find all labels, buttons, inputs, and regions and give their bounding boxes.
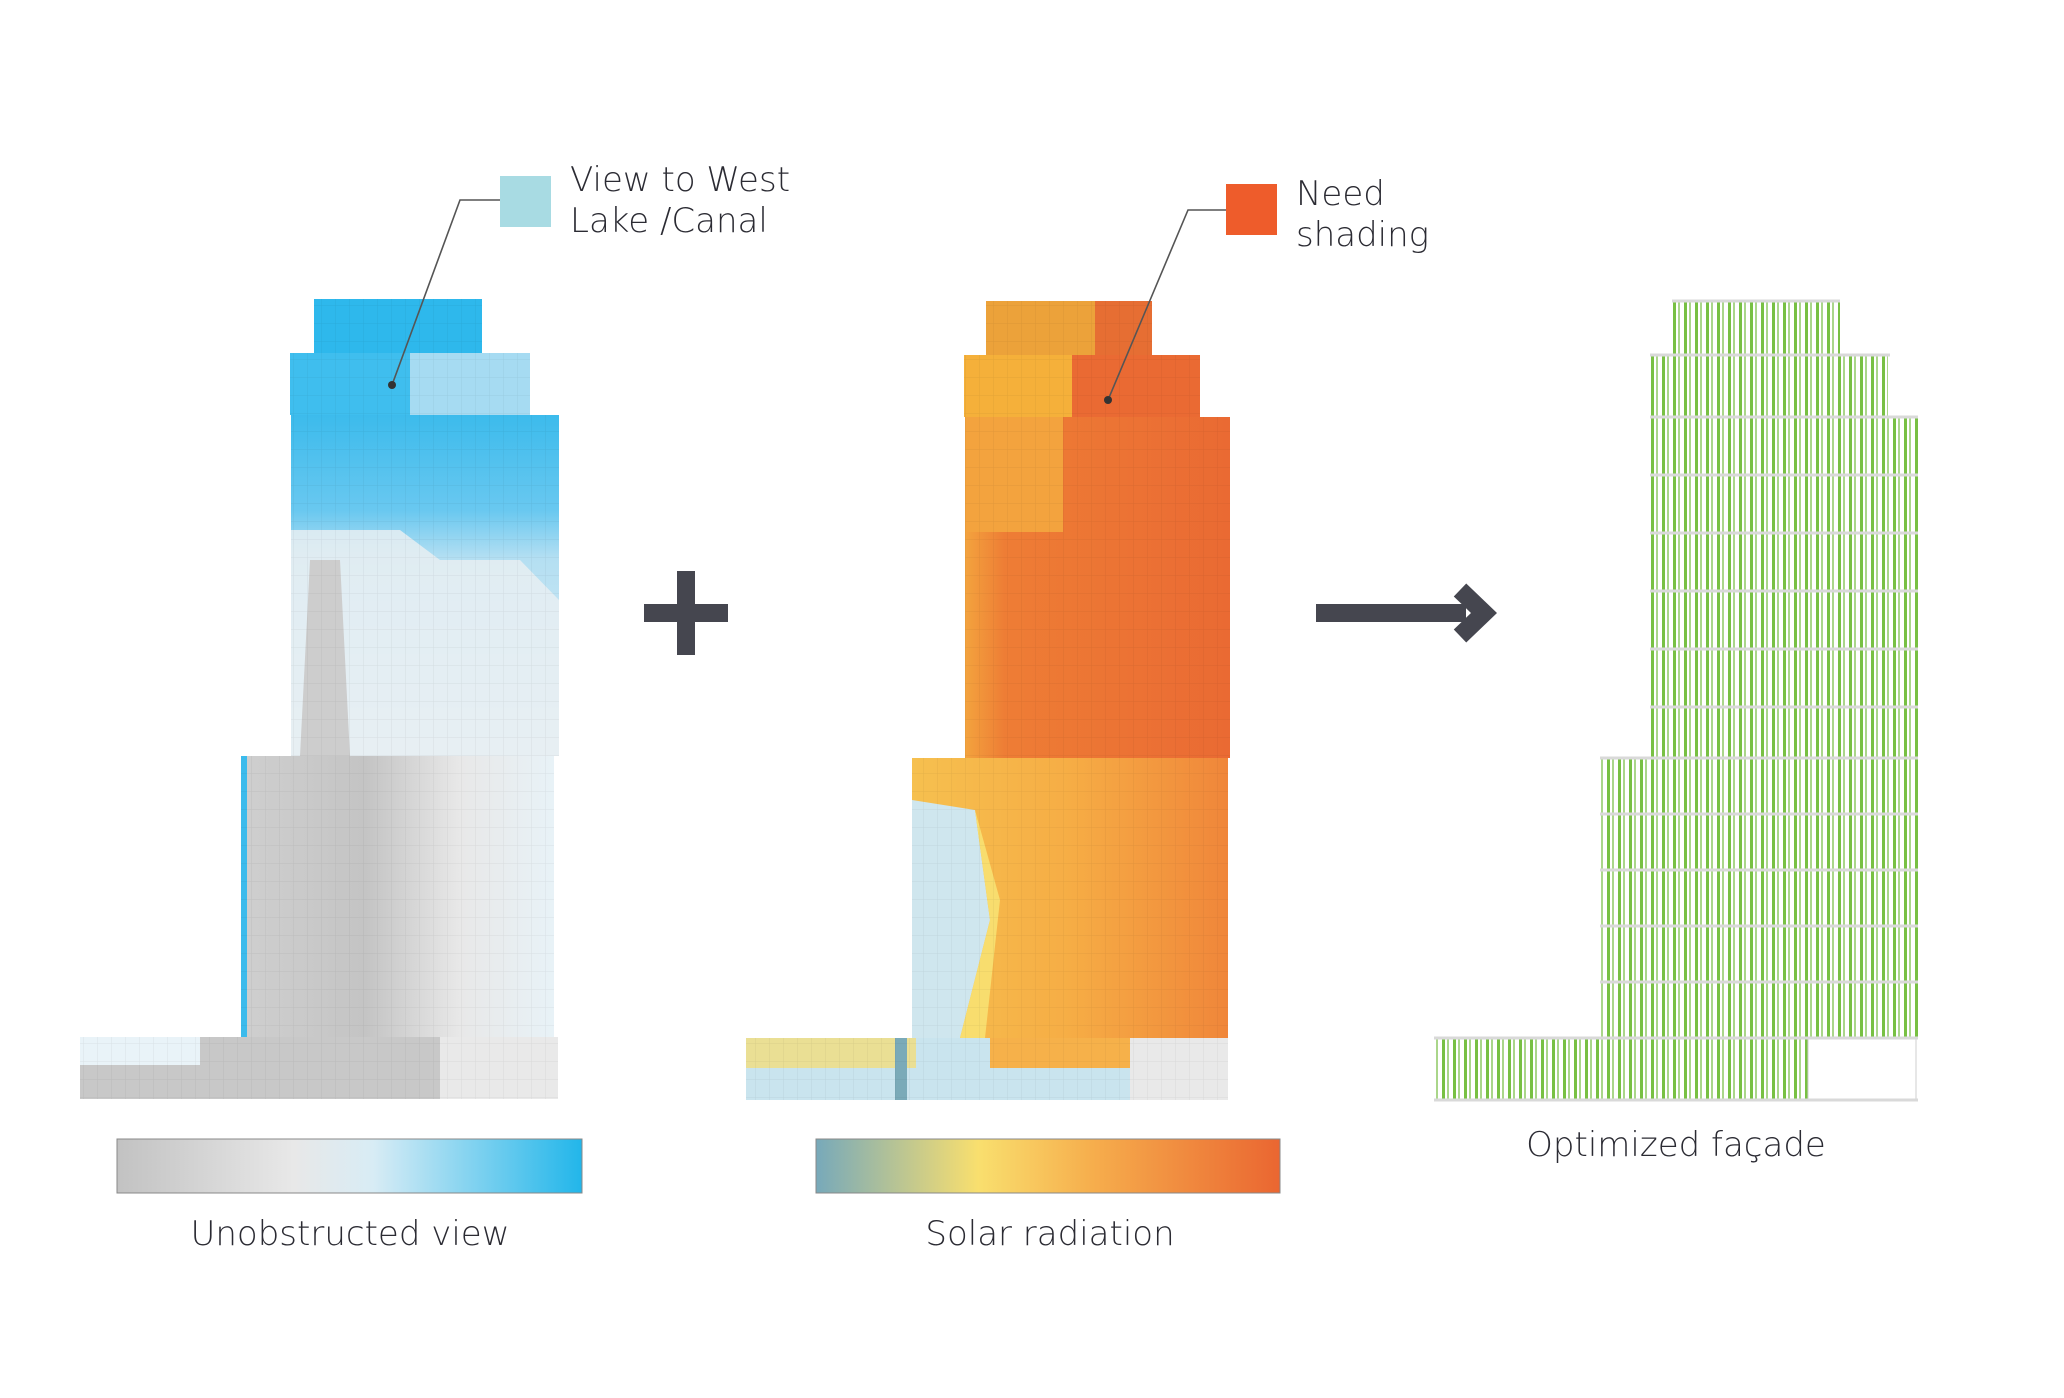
view-analysis-tower — [80, 299, 559, 1099]
view-callout-line1: View to West — [570, 160, 790, 200]
solar-scale-bar — [815, 1138, 1281, 1194]
solar-analysis-tower — [746, 301, 1230, 1100]
view-legend-swatch — [500, 176, 551, 227]
shading-legend-swatch — [1226, 184, 1277, 235]
solar-caption: Solar radiation — [925, 1214, 1174, 1254]
shading-callout-line2: shading — [1296, 215, 1429, 255]
shading-callout-line1: Need — [1296, 174, 1385, 214]
shading-callout: Need shading — [1104, 174, 1429, 404]
optimized-facade-tower — [1434, 299, 1918, 1102]
arrow-right-icon — [1316, 583, 1498, 643]
view-scale-bar — [116, 1138, 583, 1194]
plus-icon — [644, 571, 728, 655]
optimized-caption: Optimized façade — [1526, 1125, 1826, 1165]
view-callout-line2: Lake /Canal — [570, 201, 768, 241]
view-callout: View to West Lake /Canal — [388, 160, 790, 389]
view-caption: Unobstructed view — [190, 1214, 509, 1254]
